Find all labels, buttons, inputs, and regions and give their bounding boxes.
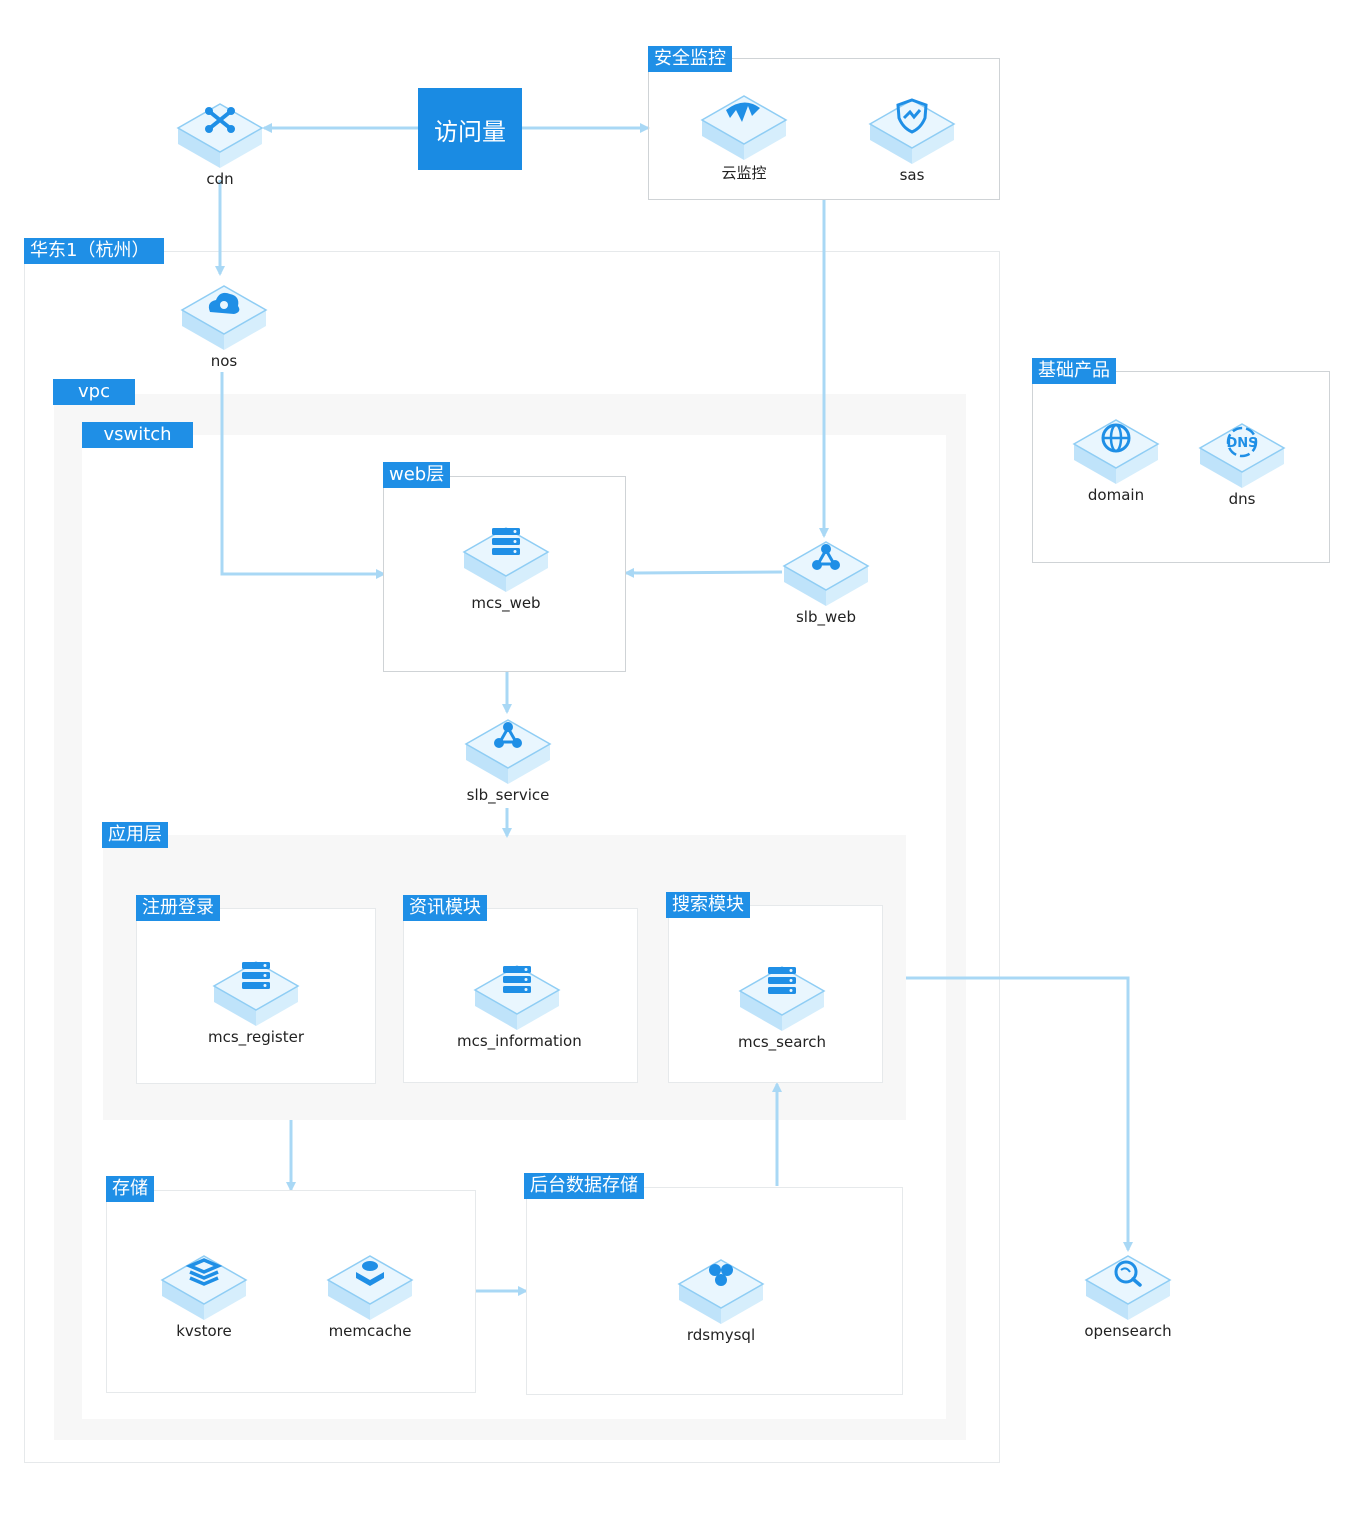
node-memcache-label: memcache xyxy=(328,1322,412,1340)
node-nos-label: nos xyxy=(210,352,238,370)
cloud-monitor-icon xyxy=(700,95,788,160)
node-sas[interactable]: sas xyxy=(852,84,972,184)
memcache-icon xyxy=(326,1255,414,1320)
register-module-title: 注册登录 xyxy=(136,895,220,921)
server-icon xyxy=(738,966,826,1031)
node-mcs-web-label: mcs_web xyxy=(471,594,541,612)
node-mcs-register-label: mcs_register xyxy=(207,1028,305,1046)
app-layer-title: 应用层 xyxy=(102,822,168,848)
node-cdn[interactable]: cdn xyxy=(160,88,280,188)
node-opensearch-label: opensearch xyxy=(1084,1322,1172,1340)
sas-icon xyxy=(868,98,956,164)
node-mcs-search-label: mcs_search xyxy=(737,1033,826,1051)
region-huadong-group xyxy=(24,251,1000,1463)
node-cdn-label: cdn xyxy=(206,170,234,188)
node-slb-web-label: slb_web xyxy=(795,608,857,626)
node-cloudmonitor-label: 云监控 xyxy=(721,164,767,182)
node-mcs-web[interactable]: mcs_web xyxy=(446,512,566,612)
vswitch-title: vswitch xyxy=(82,422,193,448)
dns-icon: DNS xyxy=(1198,423,1286,488)
node-dns[interactable]: DNS dns xyxy=(1182,408,1302,508)
oss-icon xyxy=(180,285,268,350)
basic-products-group xyxy=(1032,371,1330,563)
node-rdsmysql-label: rdsmysql xyxy=(686,1326,756,1344)
web-layer-title: web层 xyxy=(383,462,451,488)
security-monitor-title: 安全监控 xyxy=(648,46,732,72)
server-icon xyxy=(462,527,550,592)
node-mcs-search[interactable]: mcs_search xyxy=(722,951,842,1051)
region-huadong-title: 华东1（杭州） xyxy=(24,238,164,264)
backend-storage-title: 后台数据存储 xyxy=(524,1173,644,1199)
traffic-box: 访问量 xyxy=(418,88,522,170)
kvstore-icon xyxy=(160,1255,248,1320)
node-dns-label: dns xyxy=(1228,490,1256,508)
node-mcs-register[interactable]: mcs_register xyxy=(196,946,316,1046)
slb-icon xyxy=(464,719,552,784)
node-mcs-information[interactable]: mcs_information xyxy=(457,950,582,1050)
node-rdsmysql[interactable]: rdsmysql xyxy=(661,1244,781,1344)
node-nos[interactable]: nos xyxy=(164,270,284,370)
vpc-title: vpc xyxy=(53,379,135,405)
cdn-icon xyxy=(176,103,264,168)
info-module-title: 资讯模块 xyxy=(403,895,487,921)
node-domain[interactable]: domain xyxy=(1056,404,1176,504)
node-sas-label: sas xyxy=(899,166,925,184)
storage-title: 存储 xyxy=(106,1176,154,1202)
globe-icon xyxy=(1072,419,1160,484)
node-slb-service-label: slb_service xyxy=(466,786,550,804)
server-icon xyxy=(473,965,561,1030)
node-mcs-information-label: mcs_information xyxy=(457,1032,582,1050)
slb-icon xyxy=(782,541,870,606)
node-cloudmonitor[interactable]: 云监控 xyxy=(684,80,804,183)
rds-icon xyxy=(677,1259,765,1324)
server-icon xyxy=(212,961,300,1026)
search-module-title: 搜索模块 xyxy=(666,892,750,918)
svg-text:DNS: DNS xyxy=(1226,436,1257,451)
node-kvstore-label: kvstore xyxy=(176,1322,232,1340)
node-slb-web[interactable]: slb_web xyxy=(766,526,886,626)
node-memcache[interactable]: memcache xyxy=(310,1240,430,1340)
node-domain-label: domain xyxy=(1087,486,1145,504)
node-kvstore[interactable]: kvstore xyxy=(144,1240,264,1340)
basic-products-title: 基础产品 xyxy=(1032,358,1116,384)
node-slb-service[interactable]: slb_service xyxy=(448,704,568,804)
opensearch-icon xyxy=(1084,1255,1172,1320)
node-opensearch[interactable]: opensearch xyxy=(1068,1240,1188,1340)
